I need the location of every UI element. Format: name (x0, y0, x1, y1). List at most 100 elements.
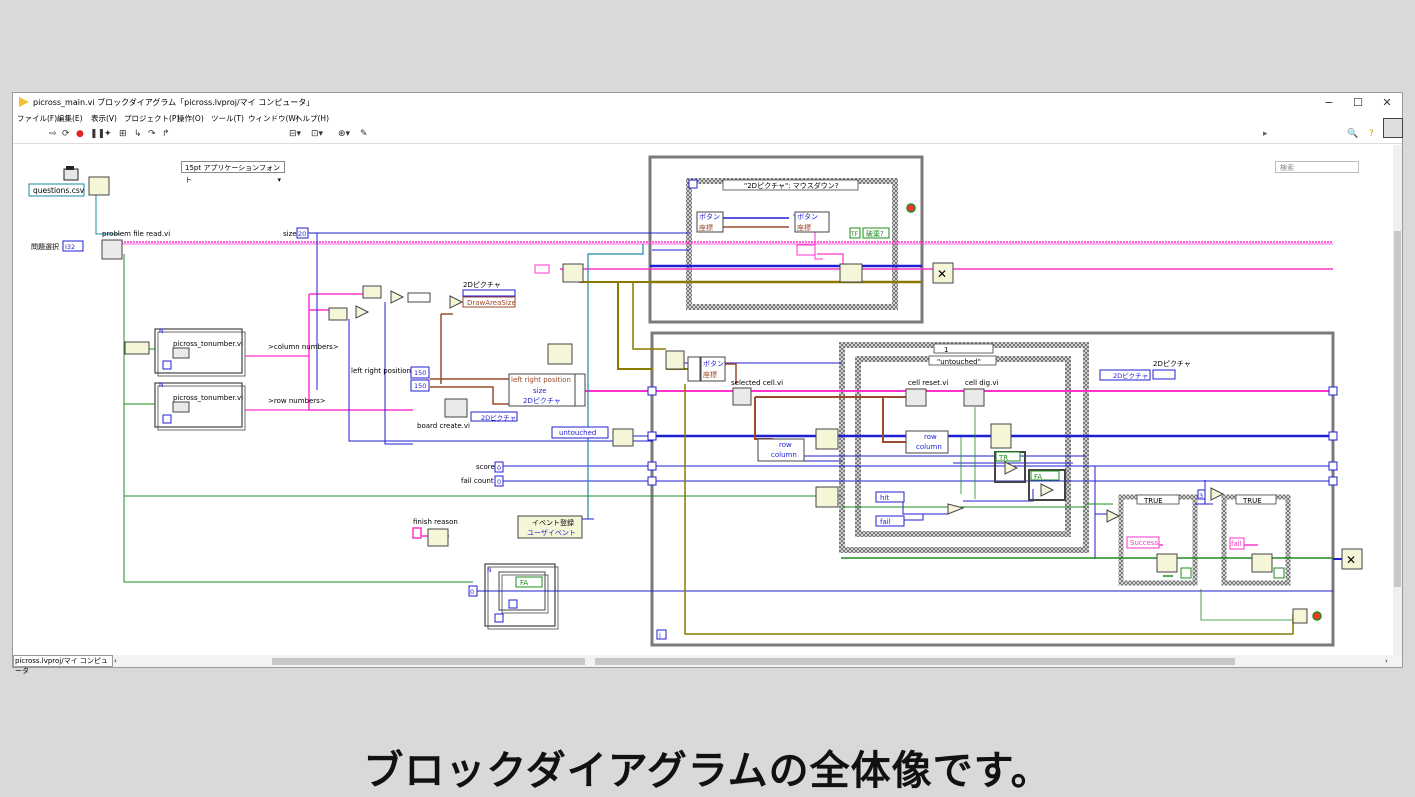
fail-string-constant[interactable] (1229, 537, 1245, 550)
picture-ref-node-2[interactable] (1099, 369, 1151, 381)
multiply-node-1[interactable] (390, 290, 405, 304)
tr-constant[interactable] (995, 451, 1021, 462)
unbundle-row-column-1[interactable] (757, 438, 805, 462)
close-button[interactable]: ✕ (1382, 96, 1392, 109)
zero-constant[interactable] (468, 585, 478, 597)
maximize-button[interactable]: ☐ (1353, 96, 1363, 109)
run-arrow-icon[interactable]: ⇨ (49, 129, 57, 139)
pause-icon[interactable]: ❚❚ (90, 129, 106, 139)
pink-constant[interactable] (534, 264, 550, 274)
index-array-node[interactable] (124, 341, 150, 355)
array-size-node-1[interactable] (362, 285, 382, 299)
fa-constant[interactable] (515, 576, 543, 588)
build-path-node[interactable] (88, 176, 110, 196)
compare-node-1[interactable] (1004, 461, 1019, 475)
search-icon[interactable]: 🔍 (1347, 129, 1359, 139)
font-dropdown[interactable]: 15pt アプリケーションフォント▾ (181, 161, 285, 184)
add-node[interactable] (449, 295, 464, 309)
select-enum-node[interactable] (947, 503, 965, 515)
project-context[interactable]: picross.lvproj/マイ コンピュータ (13, 655, 113, 675)
tonumber-2-subvi[interactable] (172, 401, 190, 413)
case-structure-fail[interactable]: TRUE (1221, 494, 1291, 586)
finish-reason-control[interactable] (412, 527, 422, 539)
minimize-button[interactable]: − (1324, 96, 1334, 109)
lrp-constant-2[interactable] (410, 379, 430, 392)
cluster-constant[interactable] (547, 343, 573, 365)
help-icon[interactable]: ? (1369, 129, 1374, 139)
cell-dig-subvi[interactable] (963, 388, 985, 407)
scroll-left-icon[interactable]: ‹ (114, 657, 117, 665)
array-size-node-2[interactable] (328, 307, 348, 321)
event-string-constant[interactable] (796, 244, 816, 256)
event-structure[interactable]: "2Dピクチャ": マウスダウン? (686, 178, 898, 310)
horizontal-scrollbar-thumb-1[interactable] (272, 658, 585, 665)
lrp-constant-1[interactable] (410, 366, 430, 379)
multiply-node-2[interactable] (355, 305, 370, 319)
initialize-array-node[interactable] (612, 428, 634, 447)
destroy-node[interactable] (862, 227, 890, 239)
step-over-icon[interactable]: ↷ (148, 129, 156, 139)
bundle-node-event[interactable] (794, 211, 830, 233)
board-create-subvi[interactable] (444, 398, 468, 418)
menu-operate[interactable]: 操作(O) (177, 114, 204, 123)
equal-node-2[interactable] (1210, 487, 1225, 501)
scroll-right-icon[interactable]: › (1385, 657, 1388, 665)
vertical-scrollbar-thumb[interactable] (1394, 231, 1401, 587)
menu-view[interactable]: 表示(V) (91, 114, 117, 123)
distribute-objects-icon[interactable]: ⊡▾ (311, 129, 324, 139)
unbundle-row-column-2[interactable] (905, 430, 949, 454)
problem-file-read-subvi[interactable] (101, 239, 123, 260)
step-out-icon[interactable]: ↱ (162, 129, 170, 139)
index-array-2d-1[interactable] (815, 428, 839, 450)
selected-cell-subvi[interactable] (732, 387, 752, 406)
destroy-event-node-1[interactable] (932, 262, 954, 284)
highlight-execution-icon[interactable]: ✦ (104, 129, 112, 139)
cell-reset-subvi[interactable] (905, 388, 927, 407)
draw-area-size-node[interactable] (462, 296, 516, 308)
retain-wire-values-icon[interactable]: ⊞ (119, 129, 127, 139)
problem-select-control[interactable] (62, 240, 84, 252)
horizontal-scrollbar-thumb-2[interactable] (595, 658, 1235, 665)
search-options-icon[interactable]: ▸ (1263, 129, 1268, 139)
event-while-loop[interactable] (648, 155, 924, 324)
picture-out-indicator[interactable] (1152, 369, 1176, 380)
main-while-loop[interactable] (650, 331, 1335, 647)
case-structure-outer[interactable]: 1 (839, 342, 1089, 553)
vertical-scrollbar[interactable] (1393, 145, 1402, 655)
menu-edit[interactable]: 編集(E) (57, 114, 83, 123)
cleanup-diagram-icon[interactable]: ✎ (360, 129, 368, 139)
menu-file[interactable]: ファイル(F) (17, 114, 58, 123)
create-user-event-node[interactable] (427, 528, 449, 547)
align-objects-icon[interactable]: ⊟▾ (289, 129, 302, 139)
score-constant[interactable] (494, 461, 504, 473)
stop-terminal-1[interactable] (906, 203, 916, 213)
picture-ref-node[interactable] (470, 411, 518, 422)
generate-event-node[interactable] (839, 263, 863, 283)
compare-node-2[interactable] (1040, 483, 1055, 497)
fa2-constant[interactable] (1030, 470, 1060, 481)
register-node-top[interactable] (562, 263, 584, 283)
generate-event-fail[interactable] (1251, 553, 1273, 573)
reorder-icon[interactable]: ⊕▾ (338, 129, 351, 139)
abort-icon[interactable]: ● (76, 129, 84, 139)
search-input[interactable]: 検索 (1275, 161, 1359, 173)
or-node[interactable] (1292, 608, 1308, 624)
hit-enum[interactable] (875, 491, 905, 503)
bundle-node-1[interactable] (407, 292, 431, 303)
menu-project[interactable]: プロジェクト(P) (124, 114, 180, 123)
success-constant[interactable] (1126, 536, 1160, 549)
replace-subset-node[interactable] (990, 423, 1012, 449)
step-into-icon[interactable]: ↳ (134, 129, 142, 139)
size-constant[interactable] (296, 227, 309, 239)
equal-node-1[interactable] (1106, 509, 1121, 523)
case-structure-inner[interactable]: "untouched" (855, 355, 1071, 537)
three-constant[interactable] (1197, 489, 1206, 500)
csv-path-constant[interactable] (28, 183, 85, 197)
destroy-event-node-2[interactable] (1341, 548, 1363, 570)
stop-terminal-2[interactable] (1312, 611, 1322, 621)
tonumber-1-subvi[interactable] (172, 347, 190, 359)
event-data-unbundle[interactable] (665, 350, 685, 370)
tf-constant[interactable] (849, 227, 861, 239)
menu-window[interactable]: ウィンドウ(W) (248, 114, 299, 123)
index-array-2d-2[interactable] (815, 486, 839, 508)
